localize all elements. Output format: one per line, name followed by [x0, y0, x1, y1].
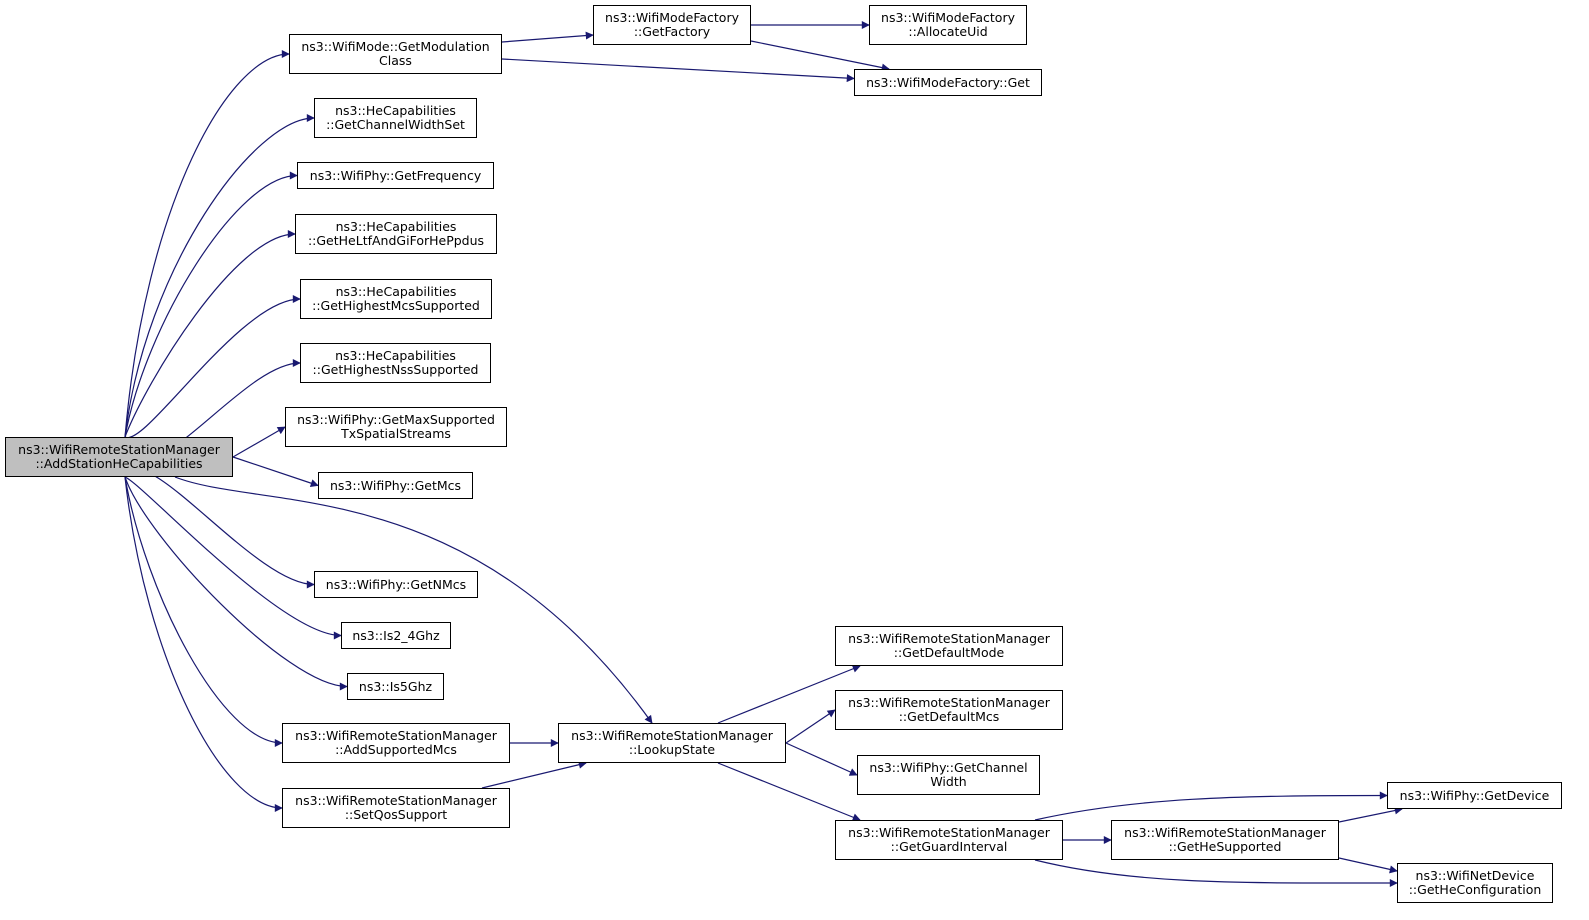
edge-root-to-get_mcs [232, 456, 319, 488]
node-label-line1: ns3::WifiNetDevice [1415, 868, 1535, 883]
node-get-factory[interactable]: ns3::WifiModeFactory ::GetFactory [593, 5, 751, 45]
node-label-line2: ::AddStationHeCapabilities [35, 456, 203, 471]
edge-root-to-get_max_streams [232, 426, 286, 458]
node-label-line2: ::SetQosSupport [344, 807, 448, 822]
edge-root-to-is5ghz [124, 476, 348, 691]
node-add-station-he-capabilities: ns3::WifiRemoteStationManager ::AddStati… [5, 437, 233, 477]
node-lookup-state[interactable]: ns3::WifiRemoteStationManager ::LookupSt… [558, 723, 786, 763]
node-label-line1: ns3::WifiRemoteStationManager [848, 631, 1050, 646]
edge-root-to-is2_4ghz [124, 476, 342, 640]
node-label-line1: ns3::WifiModeFactory [605, 10, 739, 25]
node-label-line1: ns3::WifiRemoteStationManager [295, 728, 497, 743]
edge-root-to-get_modulation_class [124, 50, 290, 438]
node-label-line1: ns3::WifiRemoteStationManager [571, 728, 773, 743]
node-label-line2: ::LookupState [628, 742, 716, 757]
edge-root-to-get_frequency [124, 171, 298, 438]
node-get-he-configuration[interactable]: ns3::WifiNetDevice ::GetHeConfiguration [1397, 863, 1553, 903]
edge-lookup_state-to-get_default_mcs [785, 709, 836, 744]
node-label-line1: ns3::HeCapabilities [335, 284, 457, 299]
node-label-line1: ns3::WifiRemoteStationManager [18, 442, 220, 457]
node-factory-get[interactable]: ns3::WifiModeFactory::Get [854, 69, 1042, 96]
edge-set_qos_support-to-lookup_state [481, 760, 587, 789]
node-label-line2: ::GetDefaultMode [893, 645, 1005, 660]
node-label-line1: ns3::WifiMode::GetModulation [301, 39, 490, 54]
edge-get_guard_interval-to-get_he_configuration [1034, 859, 1398, 888]
node-set-qos-support[interactable]: ns3::WifiRemoteStationManager ::SetQosSu… [282, 788, 510, 828]
node-get-channel-width-set[interactable]: ns3::HeCapabilities ::GetChannelWidthSet [314, 98, 477, 138]
edge-get_he_supported-to-get_device [1338, 806, 1403, 823]
node-label-line2: ::AddSupportedMcs [335, 742, 457, 757]
node-get-max-supported-tx-spatial-streams[interactable]: ns3::WifiPhy::GetMaxSupported TxSpatialS… [285, 407, 507, 447]
node-get-he-ltf-and-gi[interactable]: ns3::HeCapabilities ::GetHeLtfAndGiForHe… [295, 214, 497, 254]
node-label-line1: ns3::WifiRemoteStationManager [1124, 825, 1326, 840]
node-label-line2: ::GetFactory [633, 24, 711, 39]
node-label-line2: ::GetHeSupported [1168, 839, 1282, 854]
node-label-line1: ns3::Is2_4Ghz [352, 627, 440, 643]
node-label-line2: ::GetHighestMcsSupported [312, 298, 480, 313]
edge-root-to-get_he_ltf [124, 230, 296, 438]
node-is2-4ghz[interactable]: ns3::Is2_4Ghz [341, 622, 451, 649]
edge-lookup_state-to-get_channel_width [785, 742, 858, 776]
node-label-line1: ns3::WifiPhy::GetChannel [869, 760, 1028, 775]
node-label-line1: ns3::WifiPhy::GetMcs [329, 477, 462, 493]
node-get-channel-width[interactable]: ns3::WifiPhy::GetChannel Width [857, 755, 1040, 795]
node-label-line1: ns3::WifiPhy::GetNMcs [325, 576, 467, 592]
node-label-line1: ns3::WifiModeFactory [881, 10, 1015, 25]
edge-root-to-get_highest_mcs [124, 295, 301, 439]
edge-get_factory-to-factory_get [750, 40, 890, 72]
node-get-device[interactable]: ns3::WifiPhy::GetDevice [1387, 782, 1562, 809]
node-label-line1: ns3::WifiRemoteStationManager [848, 695, 1050, 710]
edge-root-to-add_supported_mcs [124, 476, 283, 747]
edge-get_guard_interval-to-get_device [1034, 791, 1388, 821]
node-label-line2: Class [379, 53, 412, 68]
node-label-line2: ::AllocateUid [908, 24, 988, 39]
edge-lookup_state-to-get_guard_interval [717, 762, 861, 822]
node-label-line1: ns3::HeCapabilities [335, 103, 456, 118]
node-get-guard-interval[interactable]: ns3::WifiRemoteStationManager ::GetGuard… [835, 820, 1063, 860]
edge-root-to-get_channel_width_set [124, 114, 315, 438]
node-label-line1: ns3::WifiModeFactory::Get [866, 74, 1030, 90]
node-label-line1: ns3::HeCapabilities [335, 219, 457, 234]
edge-root-to-lookup_state [174, 476, 653, 724]
edge-get_he_supported-to-get_he_configuration [1338, 857, 1398, 874]
node-get-modulation-class[interactable]: ns3::WifiMode::GetModulation Class [289, 34, 502, 74]
edge-get_modulation_class-to-factory_get [501, 58, 855, 83]
node-label-line1: ns3::WifiPhy::GetFrequency [309, 167, 482, 183]
node-get-mcs[interactable]: ns3::WifiPhy::GetMcs [318, 472, 473, 499]
node-label-line1: ns3::HeCapabilities [335, 348, 456, 363]
node-label-line1: ns3::WifiRemoteStationManager [295, 793, 497, 808]
node-label-line1: ns3::Is5Ghz [358, 678, 433, 694]
node-get-highest-nss-supported[interactable]: ns3::HeCapabilities ::GetHighestNssSuppo… [300, 343, 491, 383]
node-get-nmcs[interactable]: ns3::WifiPhy::GetNMcs [314, 571, 478, 598]
node-label-line1: ns3::WifiPhy::GetDevice [1399, 787, 1550, 803]
node-is5ghz[interactable]: ns3::Is5Ghz [347, 673, 444, 700]
node-label-line2: ::GetGuardInterval [890, 839, 1008, 854]
node-label-line2: ::GetHeLtfAndGiForHePpdus [307, 233, 485, 248]
node-label-line2: ::GetHeConfiguration [1408, 882, 1542, 897]
node-get-default-mode[interactable]: ns3::WifiRemoteStationManager ::GetDefau… [835, 626, 1063, 666]
node-label-line2: ::GetChannelWidthSet [326, 117, 465, 132]
node-get-frequency[interactable]: ns3::WifiPhy::GetFrequency [297, 162, 494, 189]
edge-root-to-set_qos_support [124, 476, 283, 812]
node-label-line2: Width [930, 774, 967, 789]
edge-lookup_state-to-get_default_mode [717, 664, 861, 724]
node-label-line2: TxSpatialStreams [341, 426, 451, 441]
node-allocate-uid[interactable]: ns3::WifiModeFactory ::AllocateUid [869, 5, 1027, 45]
node-get-default-mcs[interactable]: ns3::WifiRemoteStationManager ::GetDefau… [835, 690, 1063, 730]
node-label-line2: ::GetDefaultMcs [898, 709, 1000, 724]
node-label-line1: ns3::WifiRemoteStationManager [848, 825, 1050, 840]
node-get-highest-mcs-supported[interactable]: ns3::HeCapabilities ::GetHighestMcsSuppo… [300, 279, 492, 319]
node-get-he-supported[interactable]: ns3::WifiRemoteStationManager ::GetHeSup… [1111, 820, 1339, 860]
node-label-line2: ::GetHighestNssSupported [312, 362, 479, 377]
node-label-line1: ns3::WifiPhy::GetMaxSupported [297, 412, 495, 427]
edge-get_modulation_class-to-get_factory [501, 31, 594, 43]
node-add-supported-mcs[interactable]: ns3::WifiRemoteStationManager ::AddSuppo… [282, 723, 510, 763]
